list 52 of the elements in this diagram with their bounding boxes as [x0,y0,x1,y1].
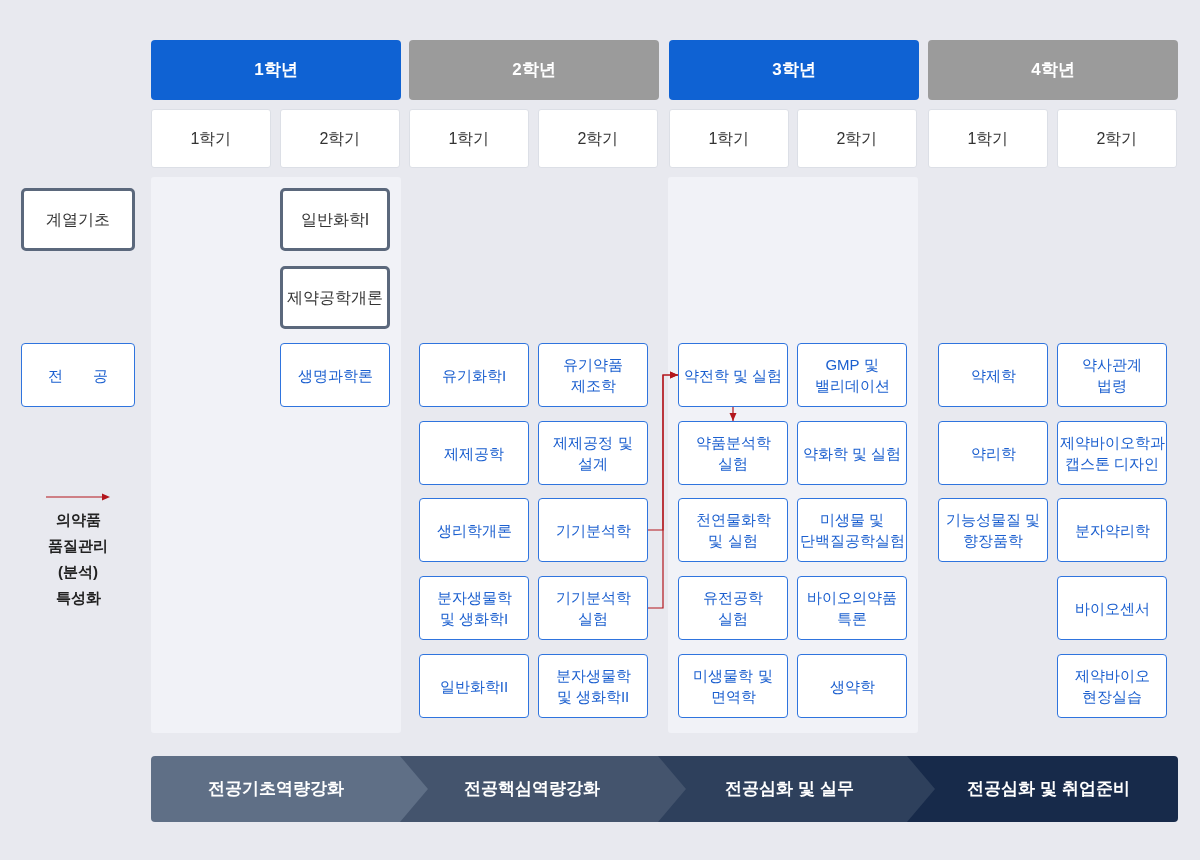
course-box: 유전공학 실험 [678,576,788,640]
course-box: 약품분석학 실험 [678,421,788,485]
course-box: 분자약리학 [1057,498,1167,562]
semester-header: 2학기 [280,109,400,168]
course-box: 생명과학론 [280,343,390,407]
year-header: 1학년 [151,40,401,100]
course-box: GMP 및 밸리데이션 [797,343,907,407]
course-box: 천연물화학 및 실험 [678,498,788,562]
course-box: 약전학 및 실험 [678,343,788,407]
stage-band-segment: 전공심화 및 실무 [658,756,907,822]
course-box: 미생물 및 단백질공학실험 [797,498,907,562]
semester-header: 1학기 [669,109,789,168]
connector-arrow [729,406,737,422]
course-box: 기기분석학 [538,498,648,562]
course-box: 제제공학 [419,421,529,485]
stage-band-segment: 전공핵심역량강화 [400,756,658,822]
course-box: 기기분석학 실험 [538,576,648,640]
semester-header: 1학기 [409,109,529,168]
course-box: 바이오의약품 특론 [797,576,907,640]
year-header: 3학년 [669,40,919,100]
course-box: 제약바이오학과 캡스톤 디자인 [1057,421,1167,485]
course-box: 유기약품 제조학 [538,343,648,407]
course-box: 분자생물학 및 생화학I [419,576,529,640]
course-box: 약사관계 법령 [1057,343,1167,407]
course-box: 분자생물학 및 생화학II [538,654,648,718]
course-box: 약리학 [938,421,1048,485]
semester-header: 1학기 [928,109,1048,168]
course-box: 약제학 [938,343,1048,407]
semester-header: 2학기 [1057,109,1177,168]
course-box: 생리학개론 [419,498,529,562]
semester-header: 1학기 [151,109,271,168]
category-label-box: 계열기초 [21,188,135,251]
semester-header: 2학기 [797,109,917,168]
course-box: 미생물학 및 면역학 [678,654,788,718]
course-box: 일반화학I [280,188,390,251]
stage-band-segment: 전공심화 및 취업준비 [907,756,1178,822]
course-box: 제약공학개론 [280,266,390,329]
course-box: 제약바이오 현장실습 [1057,654,1167,718]
connector-arrow [647,371,679,609]
course-box: 생약학 [797,654,907,718]
course-box: 제제공정 및 설계 [538,421,648,485]
course-box: 일반화학II [419,654,529,718]
stage-band-segment: 전공기초역량강화 [151,756,400,822]
course-box: 약화학 및 실험 [797,421,907,485]
course-box: 기능성물질 및 향장품학 [938,498,1048,562]
year-header: 2학년 [409,40,659,100]
course-box: 바이오센서 [1057,576,1167,640]
year-header: 4학년 [928,40,1178,100]
legend-label: 의약품 품질관리 (분석) 특성화 [47,510,109,608]
course-box: 유기화학I [419,343,529,407]
semester-header: 2학기 [538,109,658,168]
category-label-box: 전 공 [21,343,135,407]
